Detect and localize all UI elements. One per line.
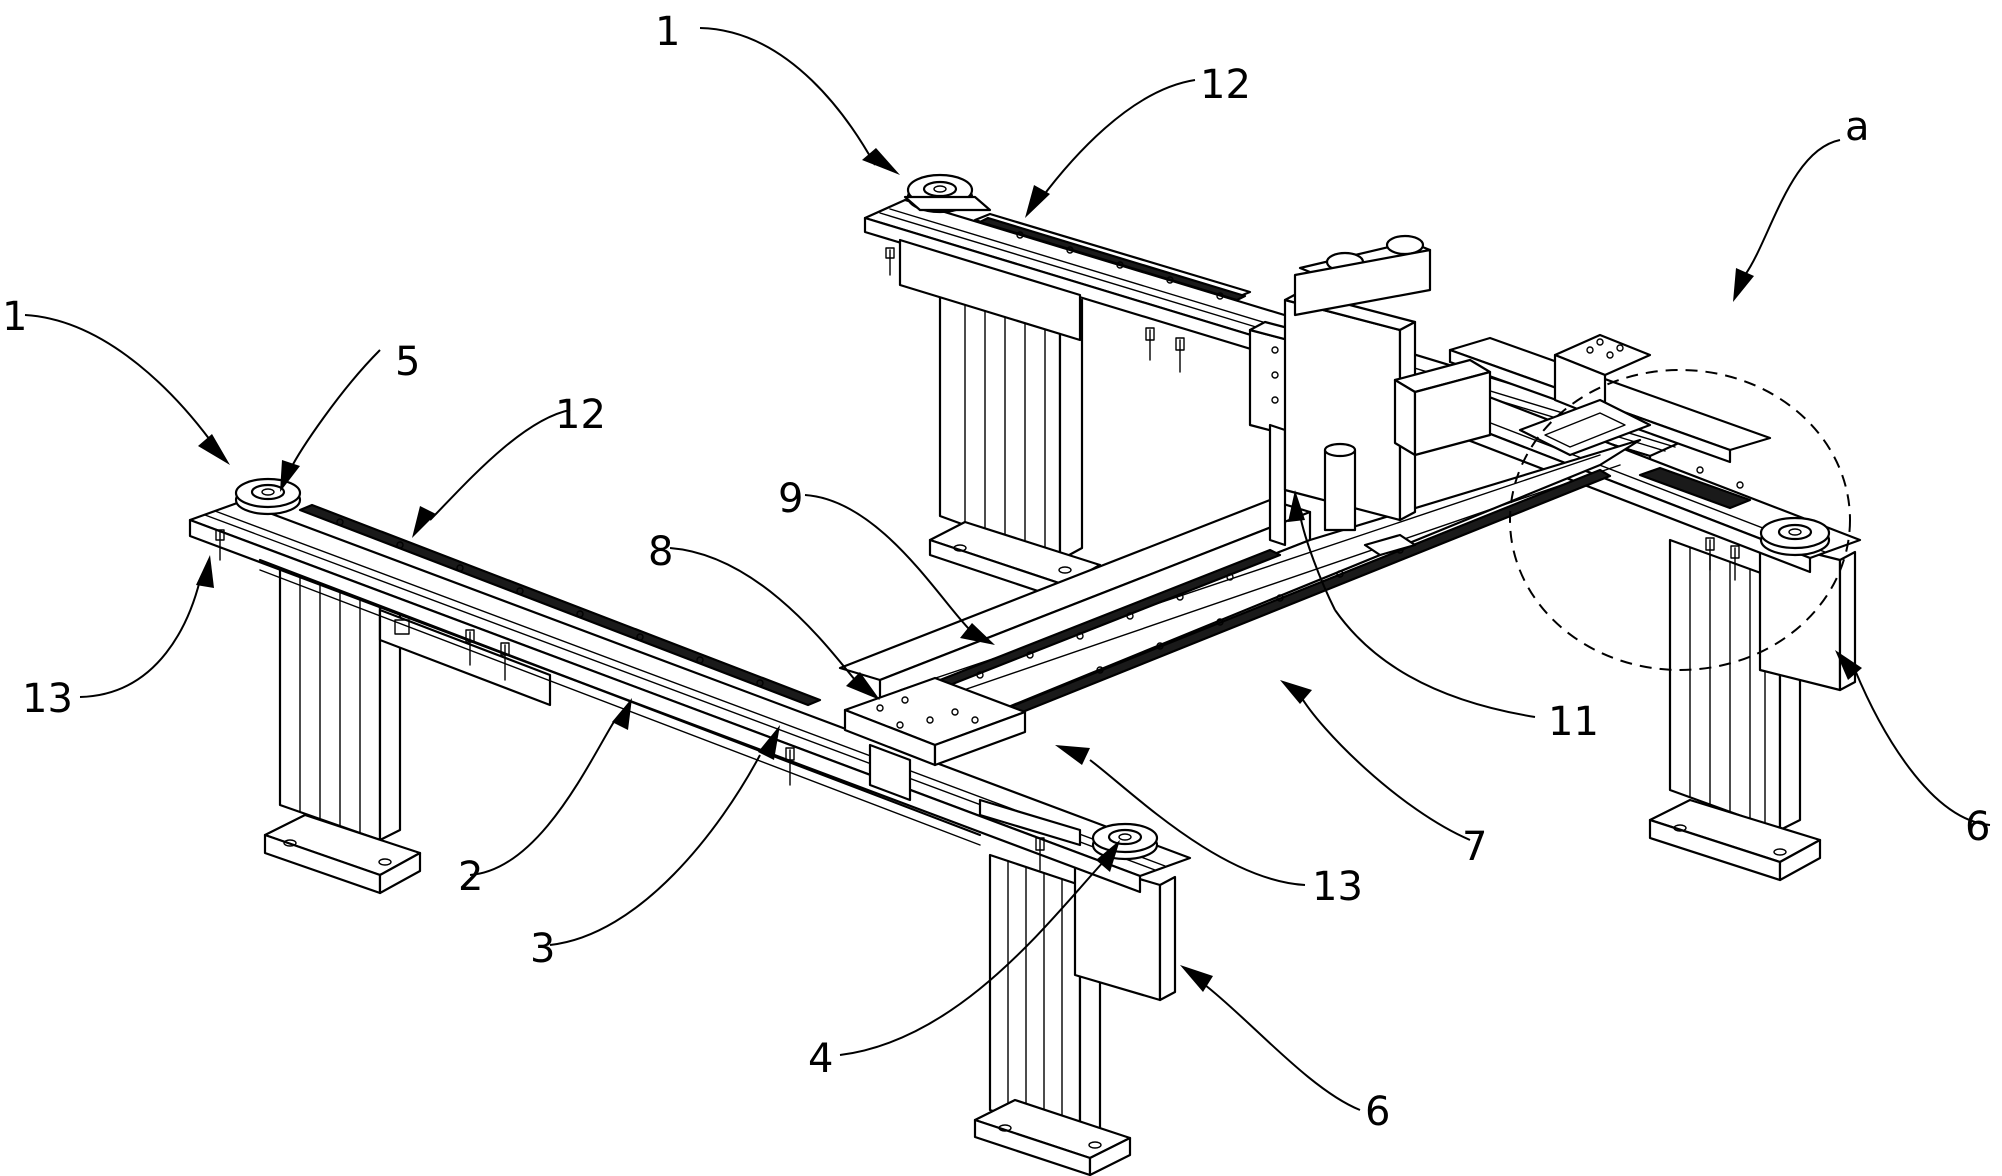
callout-7: 7 bbox=[1462, 824, 1487, 870]
callout-5: 5 bbox=[395, 339, 420, 385]
front-upright bbox=[975, 855, 1175, 1175]
callout-4: 4 bbox=[808, 1036, 833, 1082]
callout-3: 3 bbox=[530, 926, 555, 972]
callout-12-top: 12 bbox=[1200, 62, 1251, 108]
callout-12-left: 12 bbox=[555, 392, 606, 438]
callout-8: 8 bbox=[648, 529, 673, 575]
callout-1-left: 1 bbox=[2, 294, 27, 340]
right-pulley bbox=[1761, 518, 1829, 555]
callout-13-mid: 13 bbox=[1312, 864, 1363, 910]
callout-11: 11 bbox=[1548, 699, 1599, 745]
callout-6-bottom: 6 bbox=[1365, 1089, 1390, 1135]
right-upright bbox=[1650, 540, 1855, 880]
callout-a: a bbox=[1845, 104, 1870, 150]
callout-6-right: 6 bbox=[1965, 804, 1990, 850]
callout-9: 9 bbox=[778, 476, 803, 522]
callout-2: 2 bbox=[458, 854, 483, 900]
callout-13-left: 13 bbox=[22, 676, 73, 722]
callout-1-top: 1 bbox=[655, 9, 680, 55]
left-pulley bbox=[236, 479, 300, 514]
back-pulley bbox=[905, 175, 990, 212]
